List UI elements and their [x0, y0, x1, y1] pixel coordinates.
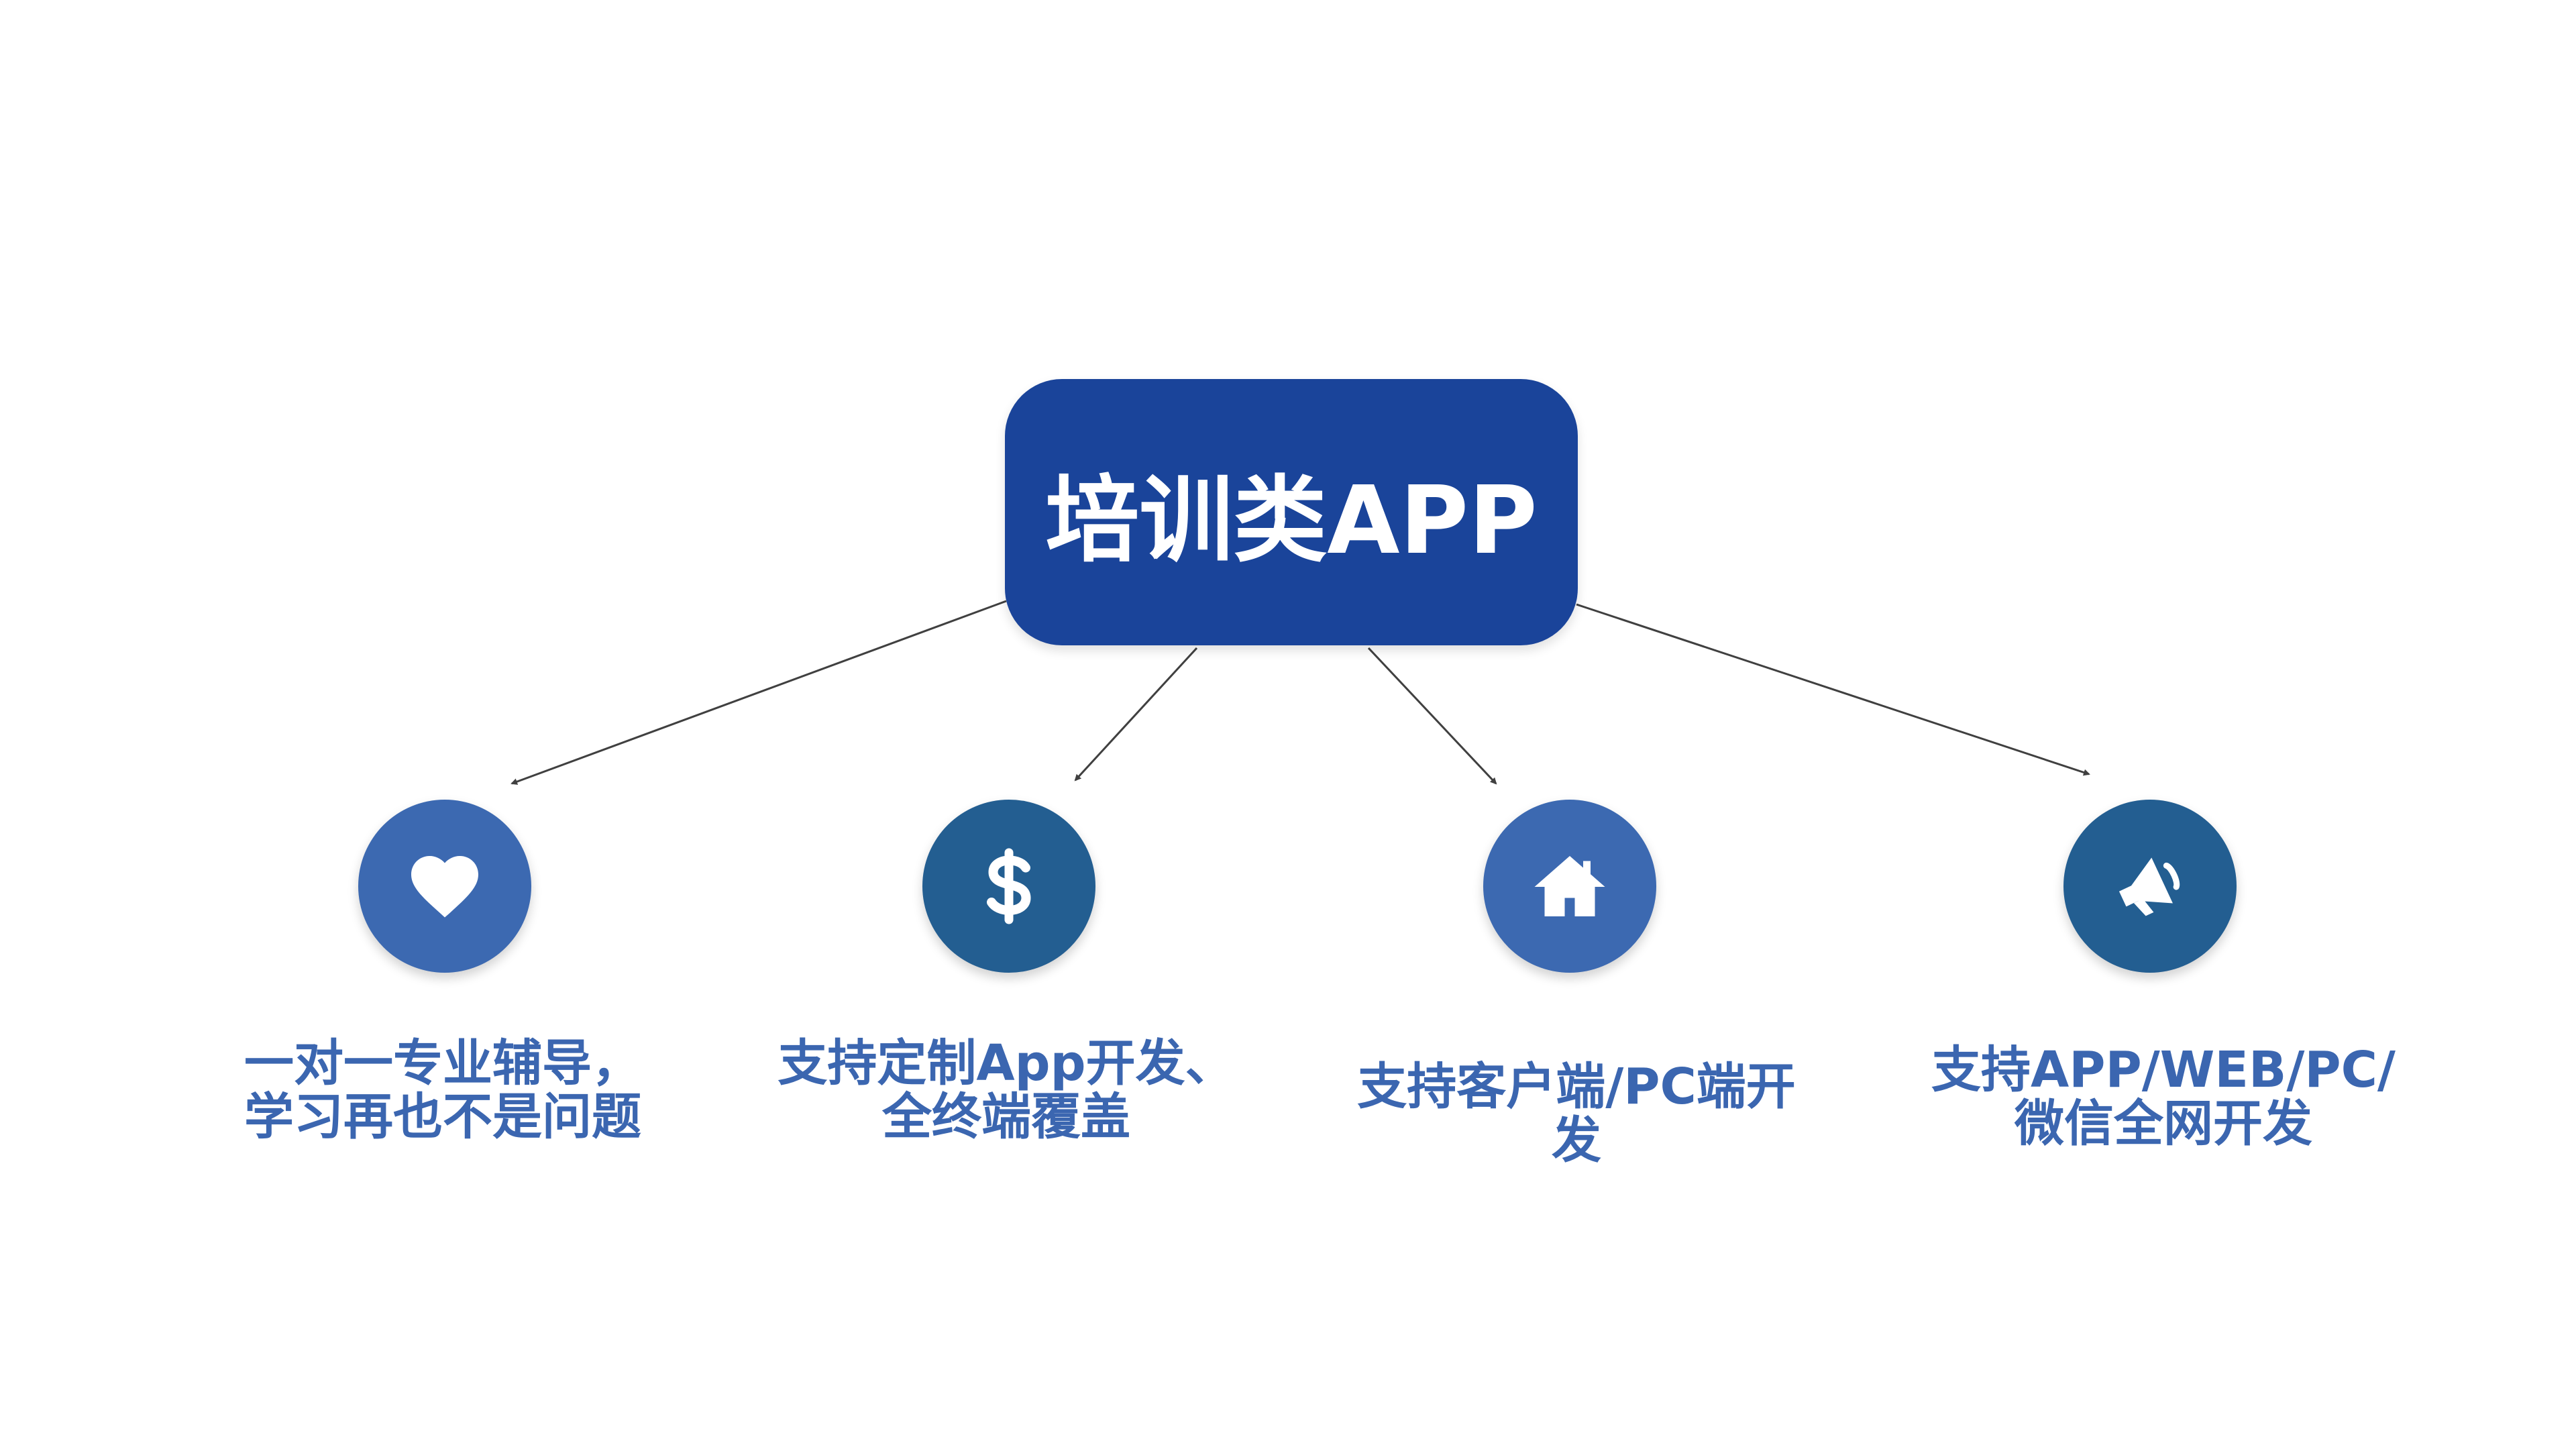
connector-arrow-2	[1074, 647, 1198, 782]
connector-arrow-4	[1576, 603, 2090, 776]
node-2-label: 支持定制App开发、 全终端覆盖	[777, 1034, 1235, 1146]
megaphone-icon	[2118, 857, 2180, 916]
node-1-label: 一对一专业辅导， 学习再也不是问题	[244, 1034, 641, 1146]
heart-icon	[411, 856, 478, 918]
connector-arrow-3	[1367, 647, 1497, 785]
central-topic-title: 培训类APP	[1045, 466, 1538, 576]
connector-arrow-1	[511, 600, 1007, 785]
heart-node-circle	[358, 800, 531, 973]
node-4-label: 支持APP/WEB/PC/ 微信全网开发	[1931, 1041, 2396, 1152]
megaphone-node-circle	[2063, 800, 2237, 973]
dollar-icon	[987, 848, 1031, 924]
home-node-circle	[1483, 800, 1656, 973]
home-icon	[1534, 856, 1605, 916]
dollar-node-circle	[922, 800, 1095, 973]
central-topic-box: 培训类APP	[1005, 379, 1578, 645]
node-3-label: 支持客户端/PC端开 发	[1357, 1058, 1796, 1169]
